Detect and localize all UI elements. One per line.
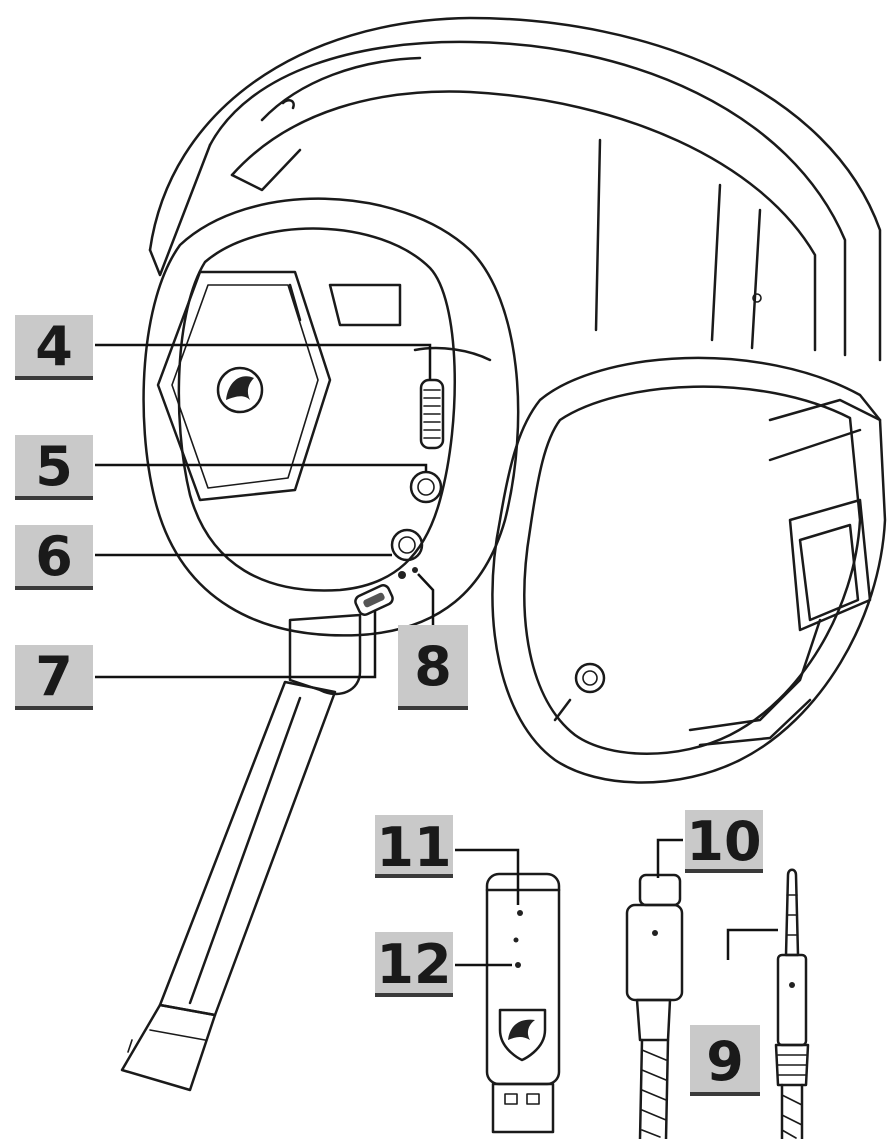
svg-text:6: 6 xyxy=(35,525,73,588)
callout-4: 4 xyxy=(15,315,93,380)
svg-text:4: 4 xyxy=(35,315,73,378)
svg-text:9: 9 xyxy=(706,1030,744,1093)
mic-mute-button xyxy=(409,470,443,504)
callout-8: 8 xyxy=(398,625,468,710)
usb-dongle xyxy=(485,872,561,1134)
callout-12: 12 xyxy=(375,932,453,997)
callout-7: 7 xyxy=(15,645,93,710)
msi-dragon-logo xyxy=(216,366,264,414)
svg-text:7: 7 xyxy=(35,645,73,708)
audio-jack-cable xyxy=(774,868,810,1139)
usb-c-cable xyxy=(625,873,684,1139)
callout-5: 5 xyxy=(15,435,93,500)
callout-10: 10 xyxy=(685,810,763,873)
headband xyxy=(148,16,882,362)
callout-6: 6 xyxy=(15,525,93,590)
msi-dragon-logo xyxy=(498,1008,547,1062)
left-ear-cup xyxy=(142,197,520,637)
volume-wheel xyxy=(419,378,445,450)
microphone-boom xyxy=(120,613,362,1092)
leader-lines xyxy=(95,343,778,967)
right-ear-cup xyxy=(491,356,887,784)
callout-11: 11 xyxy=(375,815,453,879)
power-button xyxy=(390,528,424,562)
svg-text:12: 12 xyxy=(376,933,451,996)
svg-text:11: 11 xyxy=(376,816,451,879)
svg-text:5: 5 xyxy=(35,435,73,498)
svg-text:8: 8 xyxy=(414,635,452,698)
svg-text:10: 10 xyxy=(686,810,761,873)
callout-9: 9 xyxy=(690,1025,760,1096)
